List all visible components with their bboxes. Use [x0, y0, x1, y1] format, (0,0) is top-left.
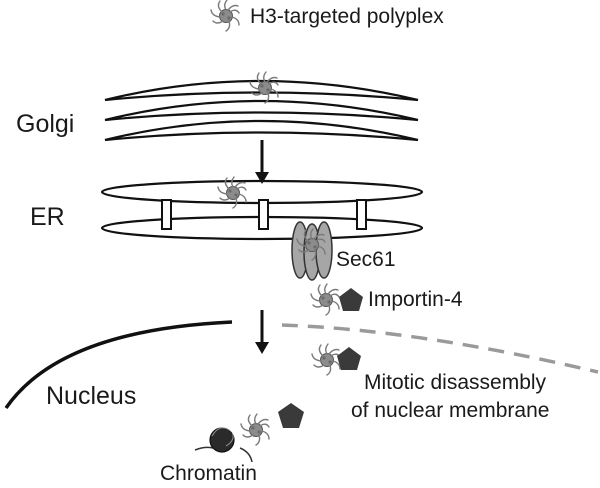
polyplex-icon — [310, 283, 340, 316]
down-arrow-icon — [255, 310, 269, 354]
polyplex-icon — [240, 413, 270, 446]
importin-label: Importin-4 — [368, 288, 463, 311]
importin-pentagon-icon — [337, 347, 361, 370]
er-pore-channels — [161, 199, 367, 230]
importin-pentagon-icon — [278, 403, 304, 428]
importin-pentagon-icon — [339, 288, 363, 311]
nuclear-membrane — [4, 320, 233, 409]
nucleus-label: Nucleus — [46, 382, 137, 410]
polyplex-icon — [210, 0, 240, 32]
chromatin-icon — [194, 427, 253, 463]
golgi-label: Golgi — [16, 110, 75, 138]
down-arrow-icon — [255, 140, 269, 184]
polyplex-label: H3-targeted polyplex — [250, 5, 444, 28]
sec61-label: Sec61 — [336, 248, 396, 271]
chromatin-label: Chromatin — [160, 462, 257, 485]
er-label: ER — [30, 203, 65, 231]
mitotic-label-line2: of nuclear membrane — [351, 399, 550, 422]
polyplex-icon — [311, 343, 341, 376]
mitotic-label-line1: Mitotic disassembly — [364, 371, 547, 394]
disassembled-membrane — [281, 323, 599, 374]
